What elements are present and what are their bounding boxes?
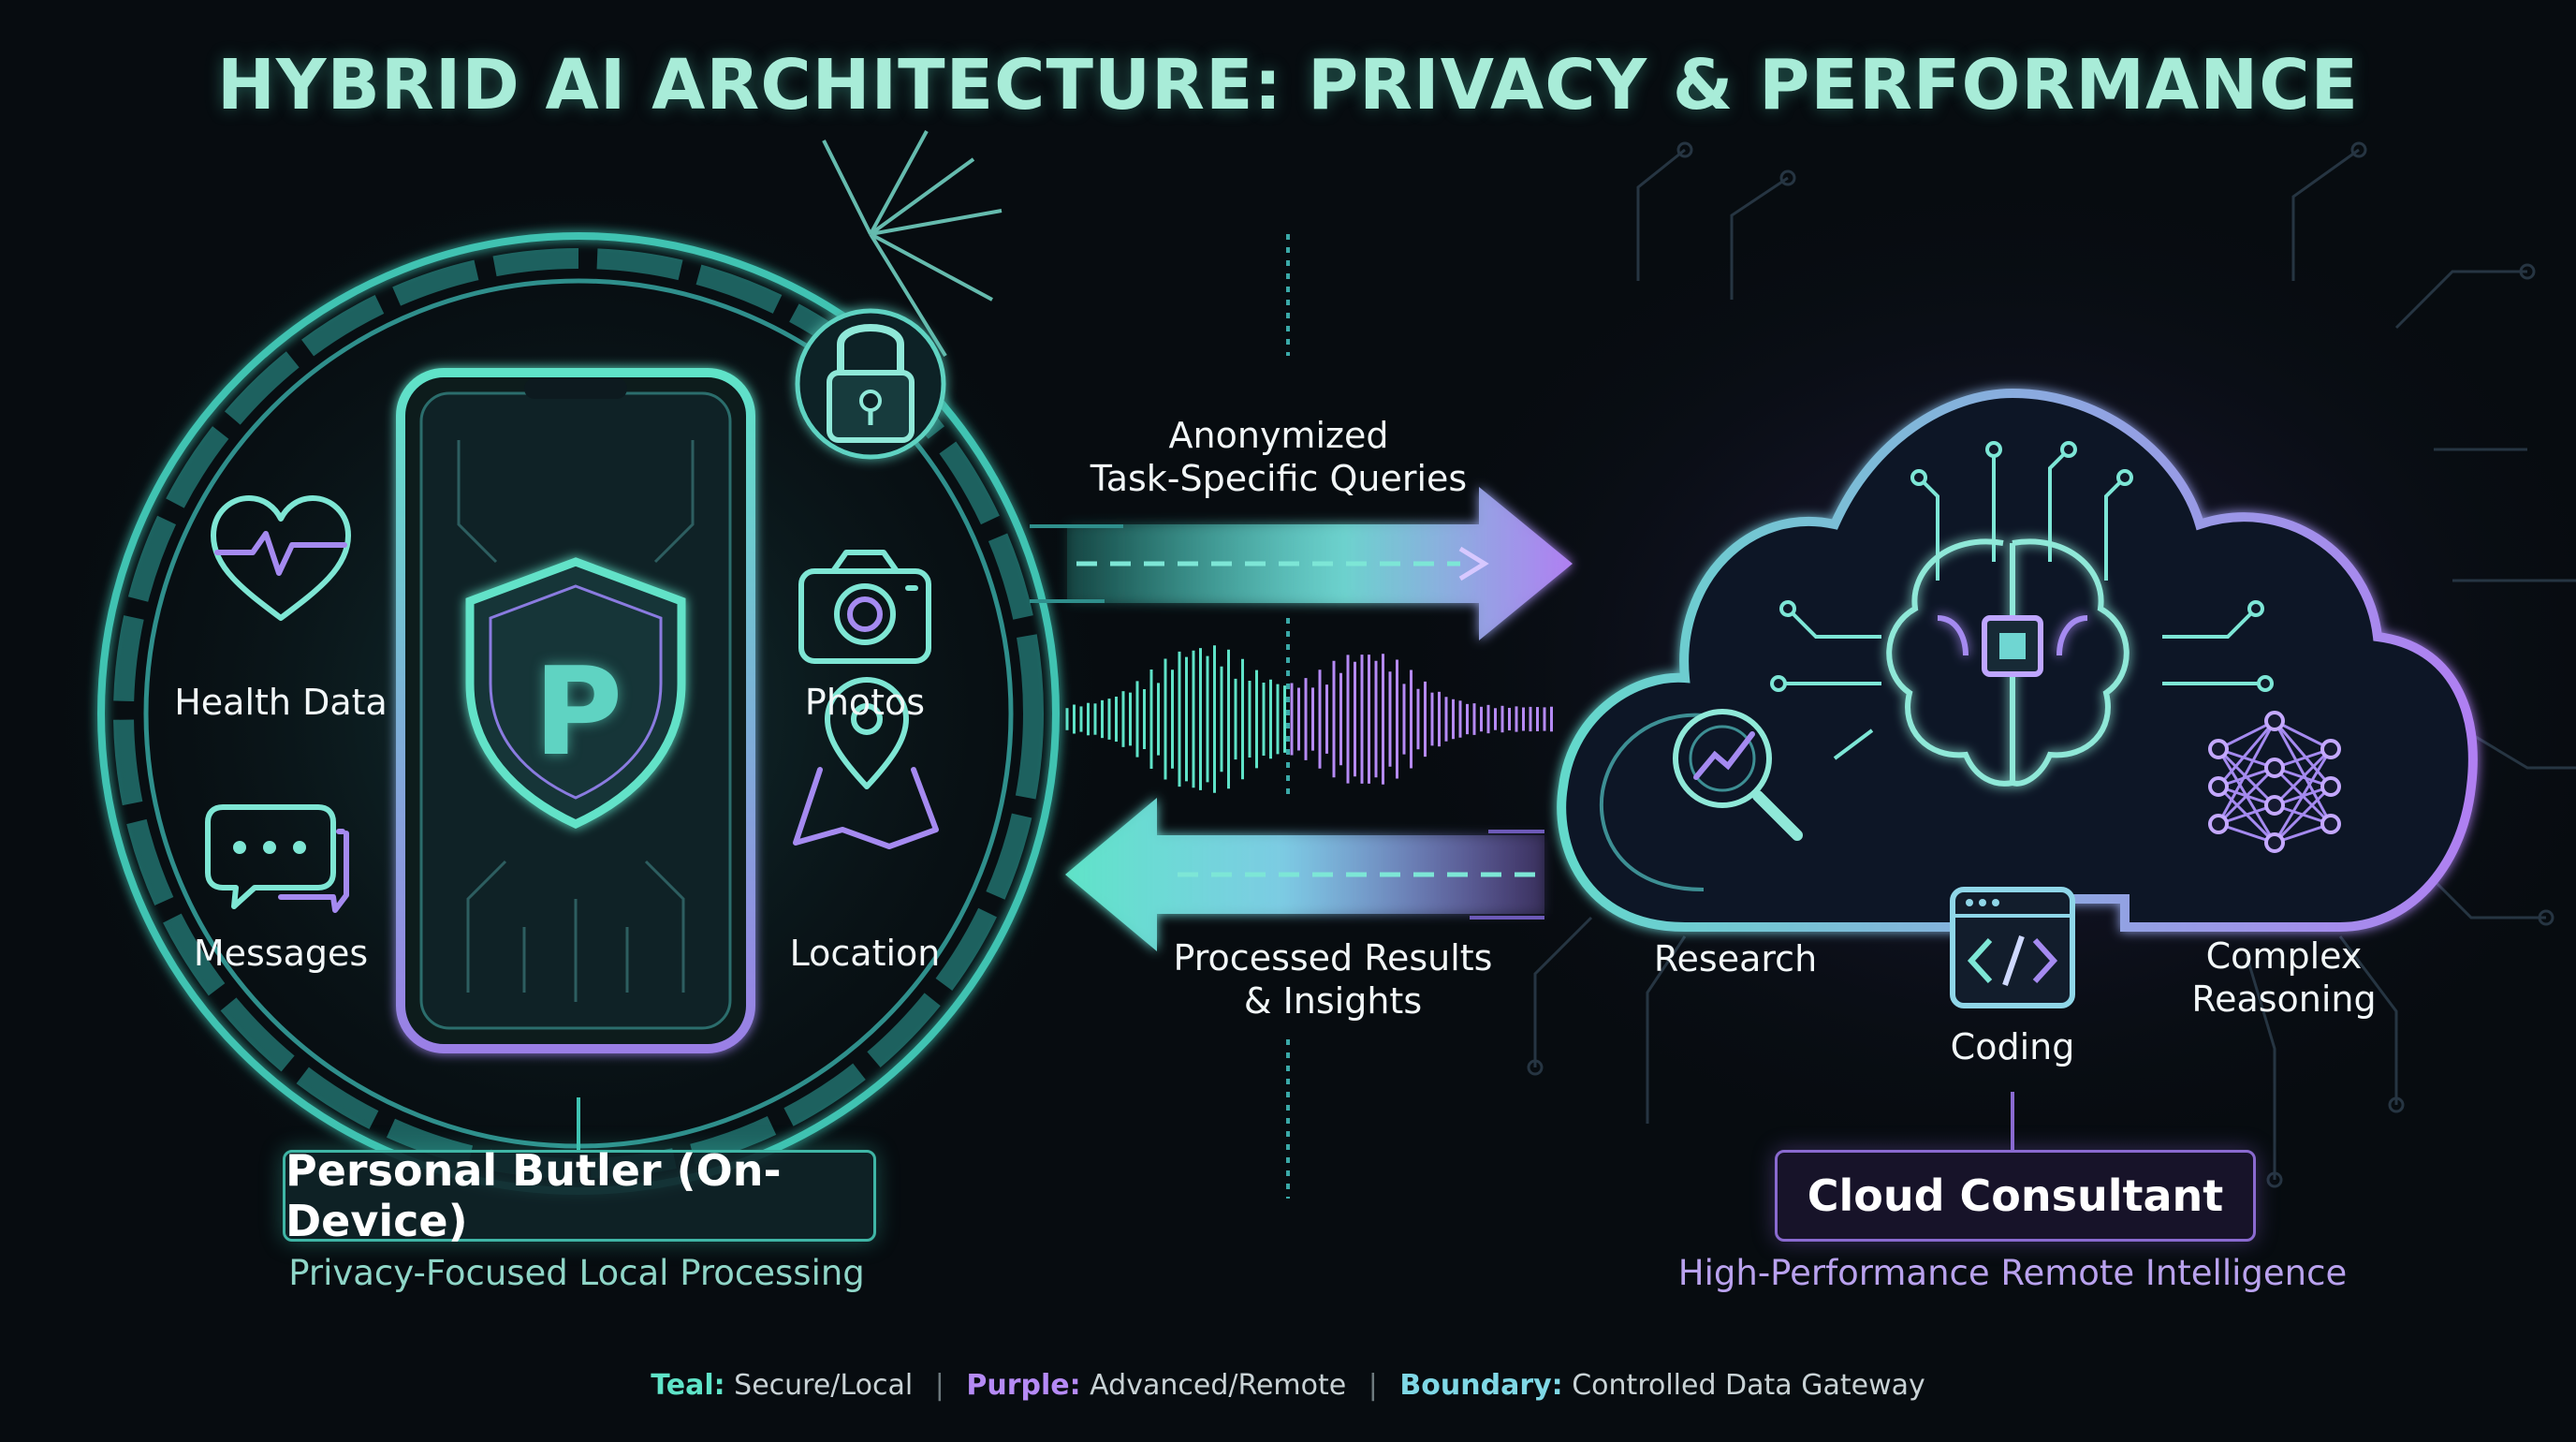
neural-node [2208,814,2229,834]
smartphone-icon [396,368,755,1053]
magnifier-chart-icon [1673,709,1803,841]
circuit-traces-right [1527,141,2576,1188]
inbound-arrow [1065,798,1544,951]
waveform [1065,645,1553,793]
inbound-flow-label: Processed Results & Insights [1174,936,1493,1023]
neural-link [2217,720,2276,787]
heart-pulse-icon [211,495,351,621]
legend-boundary-value: Controlled Data Gateway [1572,1369,1925,1402]
cloud-consultant-subtitle: High-Performance Remote Intelligence [1677,1253,2348,1293]
legend-teal-value: Secure/Local [734,1369,914,1402]
neural-node [2320,776,2341,797]
neural-link [2217,766,2276,826]
personal-butler-subtitle: Privacy-Focused Local Processing [288,1253,865,1293]
map-pin-icon [793,677,939,849]
legend: Teal: Secure/Local | Purple: Advanced/Re… [0,1369,2576,1402]
camera-icon [798,550,931,664]
legend-separator: | [934,1369,944,1402]
neural-link [2274,719,2332,751]
neural-node [2264,795,2285,816]
legend-separator: | [1368,1369,1378,1402]
item-label-messages: Messages [193,933,369,974]
neural-link [2217,720,2276,825]
item-label-photos: Photos [804,682,926,723]
outbound-flow-line1: Anonymized [1168,415,1389,456]
outbound-flow-label: Anonymized Task-Specific Queries [1090,414,1467,500]
item-label-complex-reasoning: Complex Reasoning [2191,934,2376,1021]
item-label-coding: Coding [1950,1026,2075,1067]
shield-letter: P [534,640,623,783]
cloud-consultant-box: Cloud Consultant [1775,1150,2256,1242]
neural-link [2273,748,2333,844]
outbound-arrow [1030,487,1573,640]
item-label-research: Research [1653,938,1818,979]
neural-node [2208,776,2229,797]
legend-teal-key: Teal: [651,1369,725,1402]
neural-node [2264,711,2285,731]
neural-link [2273,785,2333,845]
legend-boundary-key: Boundary: [1399,1369,1563,1402]
neural-link [2273,720,2333,825]
neural-node [2320,814,2341,834]
inbound-flow-line1: Processed Results [1173,937,1493,978]
neural-node [2264,832,2285,853]
neural-link [2273,720,2333,787]
page-title: HYBRID AI ARCHITECTURE: PRIVACY & PERFOR… [216,45,2360,125]
neural-link [2217,719,2276,751]
legend-purple-value: Advanced/Remote [1090,1369,1347,1402]
legend-purple-key: Purple: [966,1369,1081,1402]
outbound-flow-line2: Task-Specific Queries [1090,458,1468,499]
neural-node [2264,758,2285,778]
code-window-icon [1950,887,2075,1008]
neural-node [2320,739,2341,759]
chat-bubbles-icon [205,804,349,913]
neural-network-icon [2208,711,2341,853]
padlock-icon [795,130,1003,460]
personal-butler-box: Personal Butler (On-Device) [283,1145,876,1246]
inbound-flow-line2: & Insights [1243,980,1423,1022]
item-label-health-data: Health Data [174,682,388,723]
item-label-complex: Complex [2205,935,2363,977]
item-label-reasoning: Reasoning [2191,978,2377,1020]
neural-link [2273,747,2333,807]
item-label-location: Location [789,933,941,974]
neural-node [2208,739,2229,759]
